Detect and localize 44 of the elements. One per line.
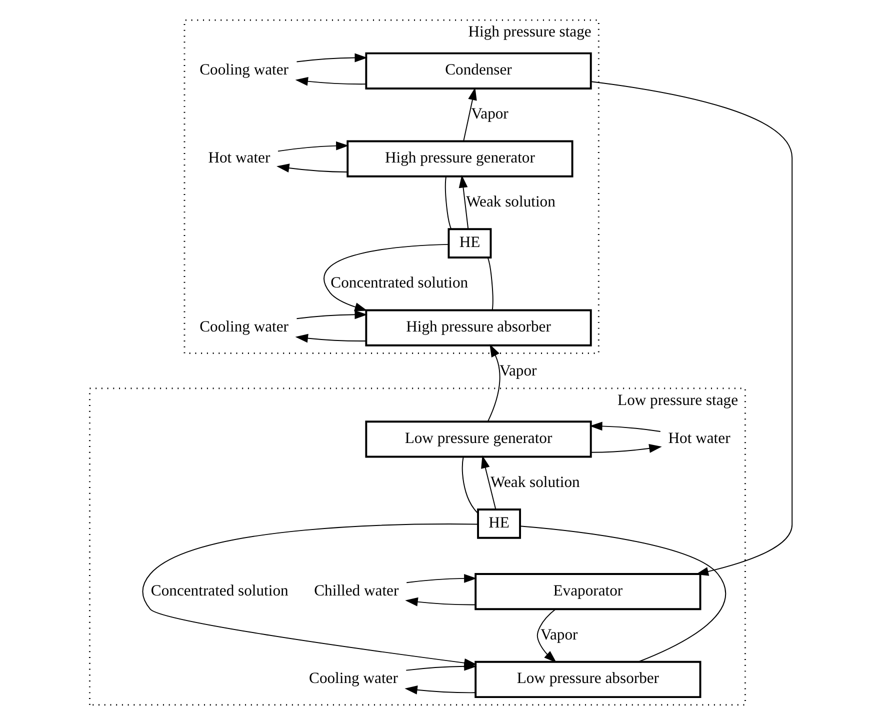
node-box: Evaporator [474,573,702,610]
arrow [406,662,477,671]
node-box: HE [477,508,522,539]
arrow [276,164,348,172]
arrow [590,444,662,453]
arrow [487,344,500,422]
arrow [590,422,661,432]
node-text: Hot water [208,150,270,167]
connector [520,526,726,662]
node-box: High pressure generator [346,140,574,178]
arrow [536,608,557,663]
edge-label: Vapor [499,362,537,380]
node-box: Low pressure generator [365,420,592,458]
node-text: Cooling water [200,62,289,79]
edge-label: Weak solution [490,474,580,491]
arrow [458,175,469,230]
node-text: Cooling water [309,670,398,688]
arrow [481,455,496,510]
node-box: High pressure absorber [365,309,592,346]
arrow [278,141,349,152]
arrow [324,244,450,312]
arrow [404,686,476,694]
arrow [296,53,368,62]
connector [487,257,494,311]
node-text: Hot water [668,430,730,447]
arrow [295,76,366,86]
edge-label: Vapor [471,106,508,123]
arrow [295,334,366,343]
node-text: Chilled water [314,582,399,600]
arrow [590,81,793,576]
node-box: HE [448,228,492,258]
arrow [463,87,477,142]
edge-label: Vapor [540,626,578,644]
arrow [406,574,477,584]
edge-label: Concentrated solution [330,274,468,292]
edge-label: Concentrated solution [150,582,288,600]
edge-label: Weak solution [466,193,556,210]
connector [444,176,452,230]
arrow [296,310,368,320]
arrow [405,597,476,606]
connector [462,456,478,514]
node-box: Condenser [365,52,592,90]
node-text: Cooling water [200,318,289,336]
node-box: Low pressure absorber [474,660,702,698]
